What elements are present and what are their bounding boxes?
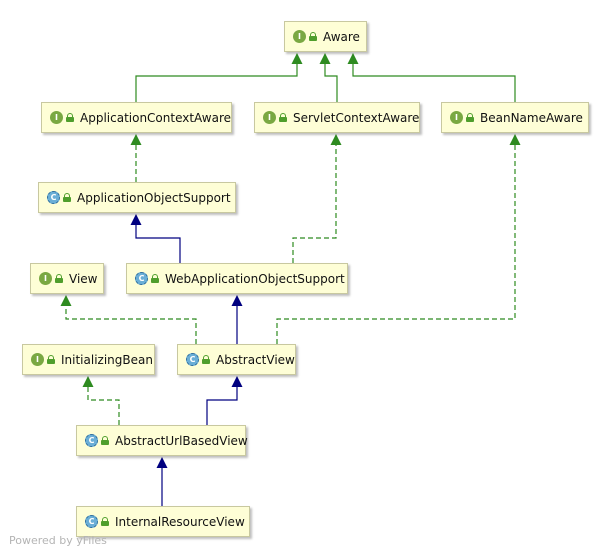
- node-label: ServletContextAware: [293, 110, 420, 125]
- node-label: InternalResourceView: [115, 514, 245, 529]
- public-lock-icon: [63, 193, 71, 202]
- interface-icon: I: [39, 272, 52, 285]
- interface-icon: I: [263, 111, 276, 124]
- public-lock-icon: [279, 113, 287, 122]
- class-icon: C: [186, 353, 199, 366]
- public-lock-icon: [202, 355, 210, 364]
- node-abstract-url-view[interactable]: C AbstractUrlBasedView: [76, 425, 248, 456]
- node-initializing-bean[interactable]: I InitializingBean: [22, 344, 155, 375]
- arrowhead-servlet-ctx-aware-to-aware: [319, 53, 331, 64]
- node-label: WebApplicationObjectSupport: [165, 271, 345, 286]
- public-lock-icon: [101, 436, 109, 445]
- node-label: View: [69, 271, 98, 286]
- class-icon: C: [47, 191, 60, 204]
- node-view[interactable]: I View: [30, 263, 104, 294]
- node-bean-name-aware[interactable]: I BeanNameAware: [441, 102, 589, 133]
- edge-abstract-view-to-bean-name-aware: [276, 145, 516, 344]
- node-abstract-view[interactable]: C AbstractView: [177, 344, 296, 375]
- arrowhead-web-app-obj-support-to-servlet-ctx-aware: [330, 134, 342, 145]
- arrowhead-abstract-url-view-to-abstract-view: [231, 376, 243, 387]
- class-icon: C: [135, 272, 148, 285]
- public-lock-icon: [466, 113, 474, 122]
- public-lock-icon: [66, 113, 74, 122]
- node-aware[interactable]: I Aware: [284, 21, 367, 52]
- node-label: BeanNameAware: [480, 110, 583, 125]
- edge-abstract-url-view-to-initializing-bean: [87, 387, 120, 425]
- public-lock-icon: [151, 274, 159, 283]
- arrowhead-internal-resource-view-to-abstract-url-view: [156, 457, 168, 468]
- node-servlet-ctx-aware[interactable]: I ServletContextAware: [254, 102, 420, 133]
- node-web-app-obj-support[interactable]: C WebApplicationObjectSupport: [126, 263, 348, 294]
- edge-bean-name-aware-to-aware: [352, 64, 516, 102]
- interface-icon: I: [450, 111, 463, 124]
- node-app-ctx-aware[interactable]: I ApplicationContextAware: [41, 102, 232, 133]
- public-lock-icon: [47, 355, 55, 364]
- edge-web-app-obj-support-to-app-obj-support: [135, 225, 181, 263]
- interface-icon: I: [31, 353, 44, 366]
- public-lock-icon: [55, 274, 63, 283]
- arrowhead-web-app-obj-support-to-app-obj-support: [130, 214, 142, 225]
- node-label: InitializingBean: [61, 352, 153, 367]
- node-label: ApplicationObjectSupport: [77, 190, 231, 205]
- public-lock-icon: [101, 517, 109, 526]
- edge-app-ctx-aware-to-aware: [135, 64, 298, 102]
- class-icon: C: [85, 515, 98, 528]
- node-label: AbstractView: [216, 352, 295, 367]
- arrowhead-app-ctx-aware-to-aware: [291, 53, 303, 64]
- arrowhead-abstract-view-to-bean-name-aware: [509, 134, 521, 145]
- public-lock-icon: [309, 32, 317, 41]
- node-label: Aware: [323, 29, 360, 44]
- node-app-obj-support[interactable]: C ApplicationObjectSupport: [38, 182, 236, 213]
- class-icon: C: [85, 434, 98, 447]
- node-internal-resource-view[interactable]: C InternalResourceView: [76, 506, 250, 537]
- edge-abstract-view-to-view: [65, 306, 197, 344]
- node-label: ApplicationContextAware: [80, 110, 232, 125]
- arrowhead-app-obj-support-to-app-ctx-aware: [130, 134, 142, 145]
- interface-icon: I: [293, 30, 306, 43]
- edge-servlet-ctx-aware-to-aware: [324, 64, 338, 102]
- arrowhead-abstract-url-view-to-initializing-bean: [82, 376, 94, 387]
- arrowhead-abstract-view-to-web-app-obj-support: [231, 295, 243, 306]
- interface-icon: I: [50, 111, 63, 124]
- arrowhead-abstract-view-to-view: [60, 295, 72, 306]
- yfiles-watermark: Powered by yFiles: [9, 534, 107, 547]
- edge-abstract-url-view-to-abstract-view: [206, 387, 238, 425]
- arrowhead-bean-name-aware-to-aware: [347, 53, 359, 64]
- node-label: AbstractUrlBasedView: [115, 433, 248, 448]
- edge-web-app-obj-support-to-servlet-ctx-aware: [292, 145, 337, 263]
